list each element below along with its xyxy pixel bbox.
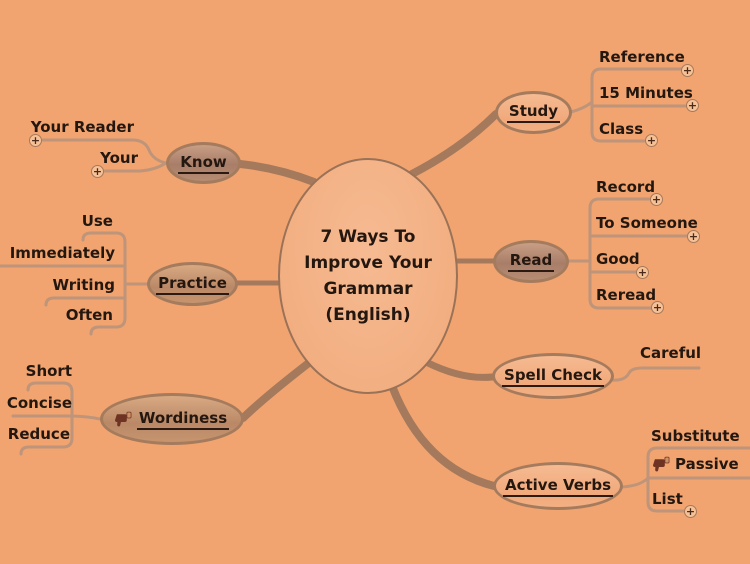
topic-active-verbs[interactable]: Active Verbs bbox=[493, 462, 623, 510]
subtopic-use[interactable]: Use bbox=[81, 212, 113, 230]
topic-wordiness[interactable]: Wordiness bbox=[100, 393, 244, 445]
branch-line-study-stem bbox=[569, 100, 594, 114]
central-topic-line: Improve Your bbox=[304, 253, 432, 273]
expand-icon-15-minutes[interactable]: + bbox=[686, 99, 699, 112]
topic-practice[interactable]: Practice bbox=[147, 262, 238, 306]
connector-active-verbs bbox=[388, 382, 498, 490]
thumbs-down-icon bbox=[114, 411, 132, 426]
connector-wordiness bbox=[239, 358, 314, 422]
thumbs-down-icon bbox=[653, 456, 670, 471]
subtopic-passive-label: Passive bbox=[675, 455, 739, 473]
central-topic[interactable]: 7 Ways To Improve Your Grammar (English) bbox=[278, 158, 458, 394]
branch-line-read-bracket bbox=[588, 197, 653, 310]
expand-icon-to-someone[interactable]: + bbox=[687, 230, 700, 243]
subtopic-record[interactable]: Record bbox=[596, 178, 656, 196]
subtopic-good[interactable]: Good bbox=[596, 250, 640, 268]
subtopic-immediately[interactable]: Immediately bbox=[9, 244, 115, 262]
subtopic-reread[interactable]: Reread bbox=[596, 286, 657, 304]
subtopic-short[interactable]: Short bbox=[25, 362, 72, 380]
central-topic-line: (English) bbox=[325, 305, 411, 325]
topic-study-label: Study bbox=[506, 102, 561, 123]
topic-spell-check-label: Spell Check bbox=[502, 366, 604, 387]
subtopic-class[interactable]: Class bbox=[599, 120, 644, 138]
topic-spell-check[interactable]: Spell Check bbox=[492, 353, 614, 399]
topic-study[interactable]: Study bbox=[495, 91, 572, 134]
branch-line-concise bbox=[11, 414, 102, 421]
topic-know-label: Know bbox=[178, 153, 229, 174]
subtopic-to-someone[interactable]: To Someone bbox=[596, 214, 698, 232]
connector-study bbox=[408, 110, 500, 178]
topic-active-verbs-label: Active Verbs bbox=[502, 476, 613, 497]
subtopic-15-minutes[interactable]: 15 Minutes bbox=[599, 84, 693, 102]
branch-line-careful bbox=[610, 366, 701, 382]
subtopic-reference[interactable]: Reference bbox=[599, 48, 685, 66]
subtopic-your-reader[interactable]: Your Reader bbox=[30, 118, 134, 136]
topic-wordiness-label: Wordiness bbox=[136, 409, 230, 430]
expand-icon-your-reader[interactable]: + bbox=[29, 134, 42, 147]
expand-icon-reference[interactable]: + bbox=[681, 64, 694, 77]
branch-line-your-reader bbox=[41, 138, 168, 165]
branch-line-practice-bracket bbox=[81, 231, 127, 336]
expand-icon-your[interactable]: + bbox=[91, 165, 104, 178]
central-topic-line: Grammar bbox=[323, 279, 413, 299]
subtopic-list[interactable]: List bbox=[652, 490, 683, 508]
branch-line-active-stem bbox=[620, 476, 650, 489]
topic-read-label: Read bbox=[507, 251, 555, 272]
expand-icon-class[interactable]: + bbox=[645, 134, 658, 147]
subtopic-your[interactable]: Your bbox=[100, 149, 138, 167]
expand-icon-good[interactable]: + bbox=[636, 266, 649, 279]
subtopic-writing[interactable]: Writing bbox=[52, 276, 115, 294]
subtopic-reduce[interactable]: Reduce bbox=[7, 425, 70, 443]
topic-practice-label: Practice bbox=[156, 274, 229, 295]
subtopic-often[interactable]: Often bbox=[65, 306, 113, 324]
topic-read[interactable]: Read bbox=[493, 240, 569, 283]
central-topic-line: 7 Ways To bbox=[320, 227, 416, 247]
subtopic-passive[interactable]: Passive bbox=[653, 455, 739, 473]
expand-icon-list[interactable]: + bbox=[684, 505, 697, 518]
branch-line-your bbox=[103, 161, 168, 173]
subtopic-careful[interactable]: Careful bbox=[640, 344, 702, 362]
connector-know bbox=[236, 160, 318, 186]
expand-icon-reread[interactable]: + bbox=[651, 301, 664, 314]
topic-know[interactable]: Know bbox=[166, 142, 241, 184]
subtopic-substitute[interactable]: Substitute bbox=[651, 427, 740, 445]
connector-spell-check bbox=[422, 358, 496, 381]
branch-line-writing bbox=[44, 296, 127, 307]
subtopic-concise[interactable]: Concise bbox=[6, 394, 72, 412]
expand-icon-record[interactable]: + bbox=[650, 193, 663, 206]
